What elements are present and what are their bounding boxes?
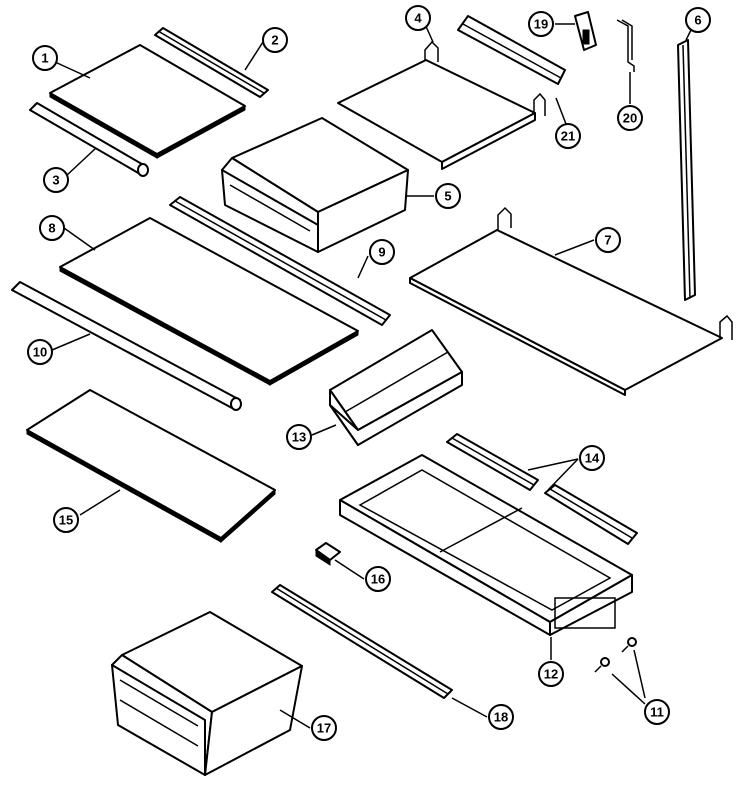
callout-20: 20	[617, 105, 643, 131]
callout-1: 1	[32, 45, 58, 71]
part-10-trim-rod	[11, 281, 242, 411]
part-13-channel-cover	[329, 329, 463, 446]
svg-text:11: 11	[650, 705, 664, 720]
part-2-shelf-trim	[154, 27, 269, 98]
svg-text:19: 19	[534, 17, 548, 32]
svg-text:20: 20	[623, 111, 637, 126]
callout-18: 18	[488, 704, 514, 730]
part-11-screws	[594, 637, 637, 673]
part-16-clip	[315, 542, 341, 566]
part-6-ladder-rail	[677, 39, 696, 301]
svg-text:10: 10	[33, 345, 47, 360]
svg-text:6: 6	[694, 13, 701, 28]
callout-6: 6	[685, 7, 711, 33]
svg-text:17: 17	[317, 721, 331, 736]
callout-21: 21	[555, 123, 581, 149]
part-7-large-shelf	[409, 206, 733, 396]
callout-16: 16	[365, 566, 391, 592]
callout-3: 3	[43, 167, 69, 193]
part-14-slide-rails	[446, 433, 638, 545]
svg-text:16: 16	[371, 572, 385, 587]
svg-text:15: 15	[59, 513, 73, 528]
svg-text:7: 7	[604, 233, 611, 248]
callout-8: 8	[39, 215, 65, 241]
part-5-crisper-bin	[221, 117, 409, 253]
callout-17: 17	[311, 715, 337, 741]
callout-5: 5	[435, 183, 461, 209]
callout-12: 12	[538, 661, 564, 687]
svg-text:2: 2	[271, 33, 278, 48]
callout-11: 11	[644, 699, 670, 725]
svg-text:12: 12	[544, 667, 558, 682]
part-21-rear-rail	[457, 15, 566, 85]
callout-10: 10	[27, 339, 53, 365]
svg-text:5: 5	[444, 189, 451, 204]
part-4-cantilever-shelf	[337, 40, 546, 170]
part-17-crisper-bin	[111, 611, 303, 776]
part-9-trim-strip	[169, 196, 391, 326]
svg-text:18: 18	[494, 710, 508, 725]
svg-text:14: 14	[585, 451, 600, 466]
part-1-glass-shelf	[49, 44, 246, 159]
part-12-drawer-frame	[339, 454, 633, 636]
leader-lines	[51, 19, 697, 729]
callout-15: 15	[53, 507, 79, 533]
part-3-trim-rod	[29, 102, 149, 177]
svg-text:4: 4	[414, 11, 422, 26]
svg-text:21: 21	[561, 129, 575, 144]
svg-text:8: 8	[48, 221, 55, 236]
callout-9: 9	[369, 239, 395, 265]
callout-14: 14	[579, 445, 605, 471]
part-8-glass-shelf	[59, 217, 359, 386]
part-18-trim-strip	[271, 584, 453, 699]
svg-text:13: 13	[292, 430, 306, 445]
part-15-glass-panel	[26, 389, 276, 544]
callout-13: 13	[286, 424, 312, 450]
callout-7: 7	[595, 227, 621, 253]
part-19-bracket	[574, 11, 597, 51]
callout-2: 2	[262, 27, 288, 53]
callout-19: 19	[528, 11, 554, 37]
svg-text:3: 3	[52, 173, 59, 188]
svg-text:9: 9	[378, 245, 385, 260]
part-20-hook-bracket	[616, 19, 635, 72]
svg-text:1: 1	[41, 51, 48, 66]
callout-4: 4	[405, 5, 431, 31]
